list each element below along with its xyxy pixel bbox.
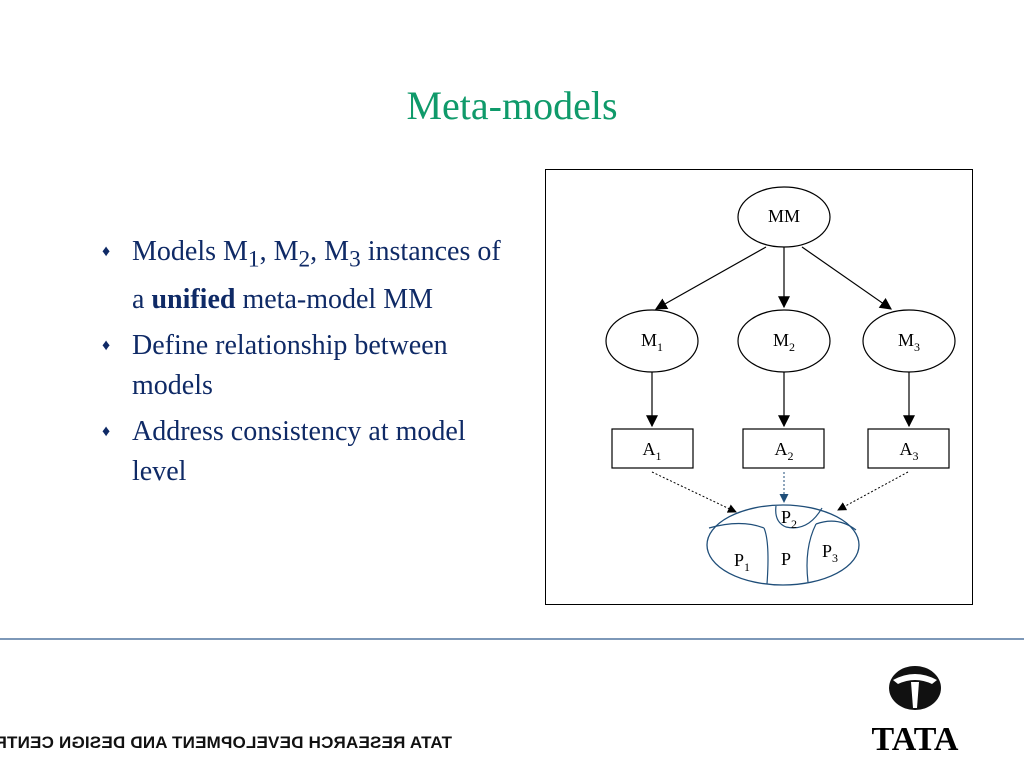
bullet-item-consistency: ♦ Address consistency at model level <box>102 412 502 492</box>
dotted-arrow-a1-p <box>651 471 737 513</box>
diagram-canvas: MM M1 M2 M3 A1 A2 A3 P1 <box>605 186 956 586</box>
bullet-list: ♦ Models M1, M2, M3 instances of a unifi… <box>102 232 502 498</box>
p2-label: P2 <box>781 507 797 531</box>
a1-box <box>611 428 694 469</box>
partition-curve-left <box>763 527 769 585</box>
partition-curve-left-top <box>708 522 765 529</box>
bullet-text-1b: , M <box>259 236 299 267</box>
partition-curve-right-top <box>815 520 857 531</box>
partition-curve-right <box>806 523 817 583</box>
bullet-text-2: Define relationship between models <box>132 329 448 401</box>
metamodel-diagram: MM M1 M2 M3 A1 A2 A3 P1 <box>545 169 973 605</box>
bullet-item-models: ♦ Models M1, M2, M3 instances of a unifi… <box>102 232 502 320</box>
bullet-sub-3: 3 <box>349 246 361 273</box>
bullet-item-relationship: ♦ Define relationship between models <box>102 326 502 406</box>
p1-label: P1 <box>734 550 750 574</box>
tata-logo: TATA <box>872 666 959 755</box>
diamond-bullet-icon: ♦ <box>102 422 111 440</box>
footer-divider <box>0 638 1024 640</box>
partition-curve-top <box>775 505 823 529</box>
a1-label: A1 <box>643 439 662 463</box>
slide-title: Meta-models <box>406 83 618 128</box>
bullet-text-1d: instances of a <box>132 236 501 315</box>
partition-ellipse <box>706 504 860 586</box>
diamond-bullet-icon: ♦ <box>102 243 111 260</box>
m1-label: M1 <box>641 330 663 354</box>
bullet-text-1c: , M <box>310 236 350 267</box>
bullet-sub-1: 1 <box>247 246 260 273</box>
tata-wordmark: TATA <box>872 721 959 755</box>
a3-label: A3 <box>900 439 919 463</box>
arrow-mm-m3 <box>801 246 892 310</box>
mm-label: MM <box>768 206 800 226</box>
p3-label: P3 <box>822 541 838 565</box>
dotted-arrow-a3-p <box>837 471 909 511</box>
bullet-text-1e: meta-model MM <box>235 283 433 315</box>
bullet-text-1a: Models M <box>132 236 248 267</box>
diamond-bullet-icon: ♦ <box>102 336 111 354</box>
bullet-sub-2: 2 <box>298 246 311 273</box>
footer-org-name: TATA RESEARCH DEVELOPMENT AND DESIGN CEN… <box>0 733 452 752</box>
m3-label: M3 <box>898 330 920 354</box>
bullet-text-3: Address consistency at model level <box>132 415 466 487</box>
m2-label: M2 <box>773 330 795 354</box>
p-center-label: P <box>781 549 791 569</box>
bullet-emphasis-unified: unified <box>151 283 236 315</box>
arrow-mm-m1 <box>654 246 767 310</box>
a3-box <box>867 428 950 469</box>
a2-box <box>742 428 825 469</box>
a2-label: A2 <box>775 439 794 463</box>
